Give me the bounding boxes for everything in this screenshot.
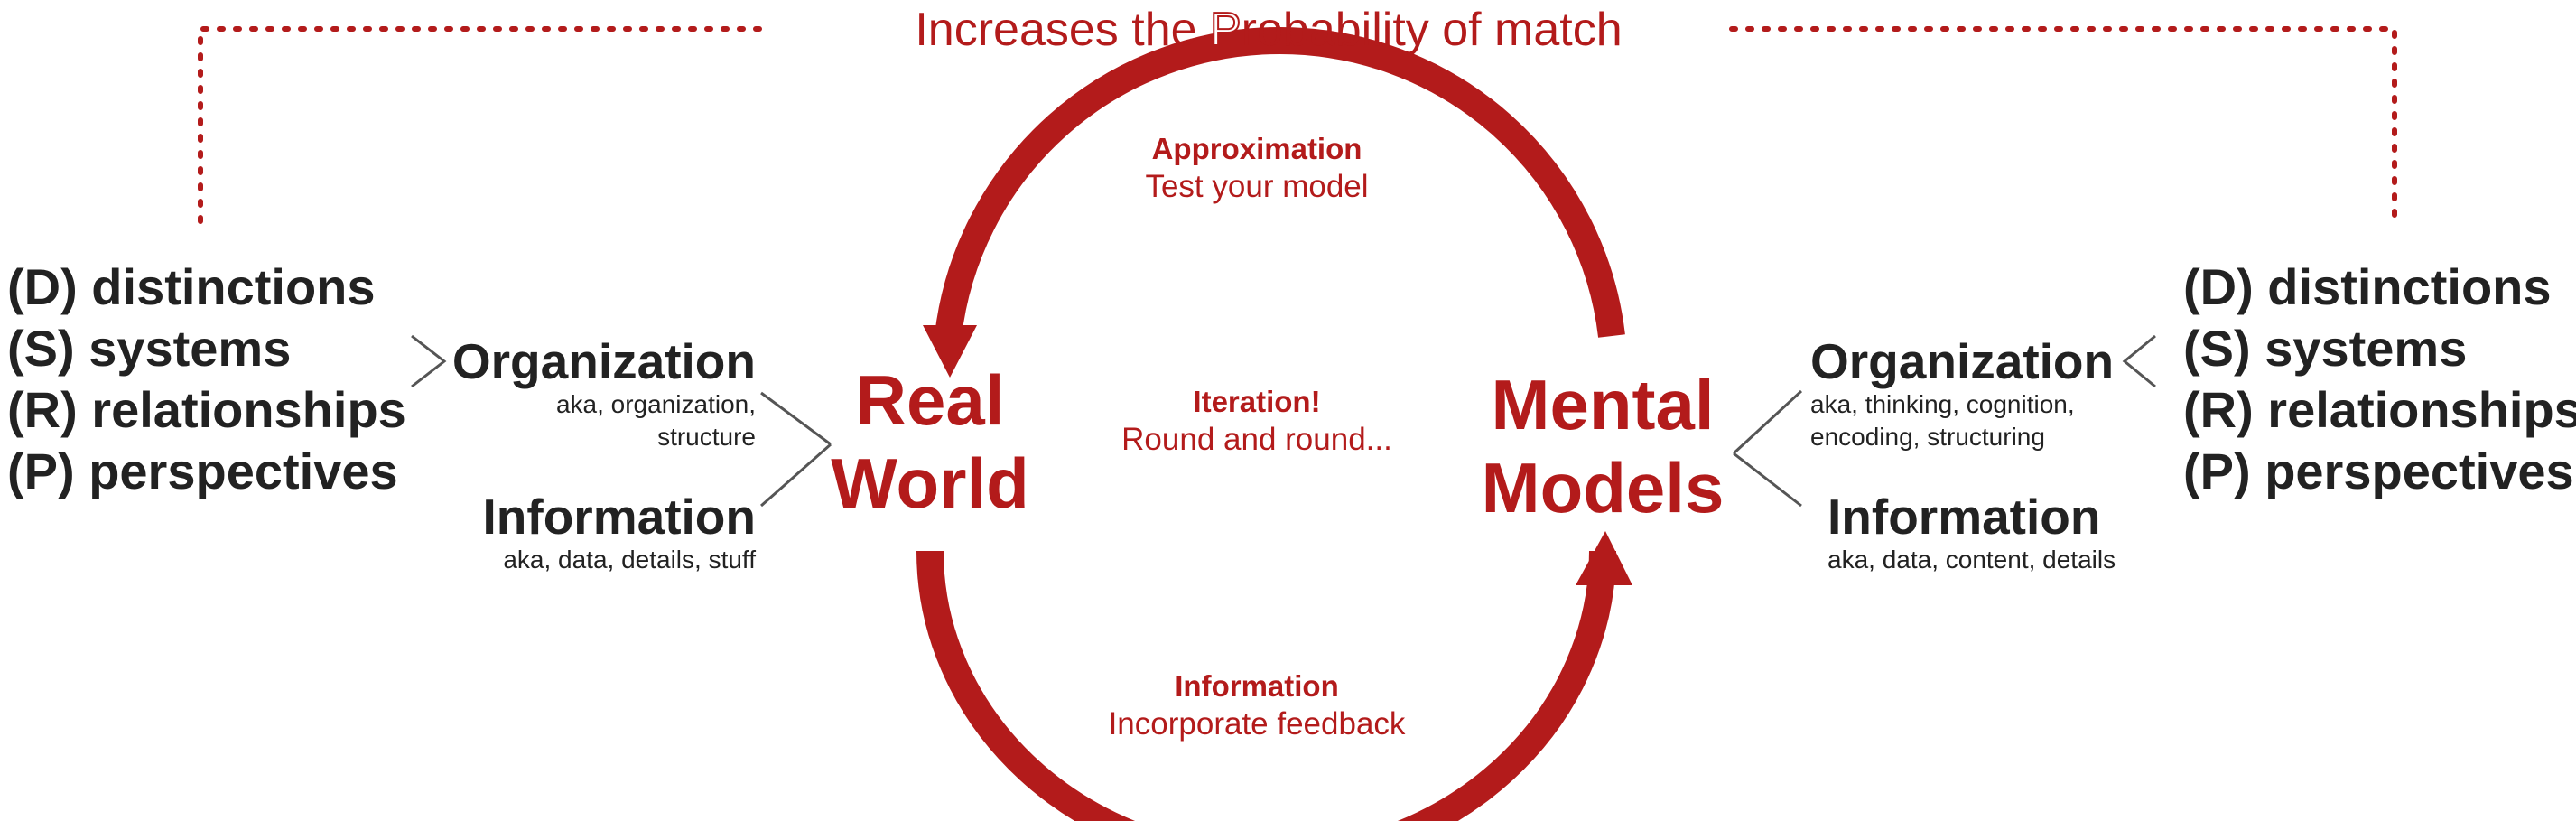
top-arrowhead (923, 325, 977, 378)
right-connectors (1732, 334, 2156, 508)
right-dsrp-relationships: (R) relationships (2183, 381, 2576, 438)
bottom-arrowhead (1576, 531, 1632, 585)
right-organization-sub-2: encoding, structuring (1810, 423, 2045, 451)
left-dsrp-list: (D) distinctions (S) systems (R) relatio… (7, 257, 406, 502)
right-organization-title: Organization (1810, 333, 2115, 389)
right-dsrp-list: (D) distinctions (S) systems (R) relatio… (2183, 257, 2576, 502)
iteration-sub: Round and round... (1121, 422, 1392, 457)
right-organization-block: Organization aka, thinking, cognition, e… (1810, 334, 2114, 453)
approximation-title: Approximation (1151, 132, 1362, 165)
left-connector-organization (760, 391, 832, 446)
left-connectors (411, 334, 832, 508)
left-organization-sub-1: aka, organization, (555, 390, 756, 418)
iteration-label: Iteration! Round and round... (1076, 384, 1437, 460)
iteration-title: Iteration! (1193, 385, 1321, 418)
dotted-bracket (198, 26, 2397, 224)
left-dsrp-systems: (S) systems (7, 320, 292, 377)
right-organization-sub-1: aka, thinking, cognition, (1810, 390, 2075, 418)
approximation-sub: Test your model (1145, 169, 1369, 204)
left-dsrp-distinctions: (D) distinctions (7, 258, 376, 315)
right-dsrp-perspectives: (P) perspectives (2183, 443, 2574, 499)
real-world-line-2: World (831, 443, 1029, 523)
right-dsrp-chevron (2122, 334, 2156, 388)
probability-label-after: robability of match (1241, 4, 1623, 56)
right-information-block: Information aka, data, content, details (1827, 490, 2116, 576)
left-information-sub: aka, data, details, stuff (503, 546, 756, 574)
probability-outlined-p: P (1209, 3, 1242, 57)
real-world-line-1: Real (855, 360, 1005, 440)
left-dsrp-perspectives: (P) perspectives (7, 443, 398, 499)
probability-label-before: Increases the (915, 4, 1210, 56)
probability-label: Increases the Probability of match (813, 3, 1725, 57)
right-information-sub: aka, data, content, details (1827, 546, 2116, 574)
feedback-label: Information Incorporate feedback (1031, 668, 1483, 744)
left-dsrp-chevron (411, 334, 447, 388)
top-arc (935, 26, 1625, 338)
left-information-block: Information aka, data, details, stuff (483, 490, 756, 576)
real-world-label: Real World (822, 359, 1038, 525)
feedback-title: Information (1175, 669, 1339, 703)
dotted-bracket-right (1729, 26, 2397, 224)
left-information-title: Information (482, 489, 756, 545)
approximation-label: Approximation Test your model (1076, 131, 1437, 207)
left-dsrp-relationships: (R) relationships (7, 381, 406, 438)
left-connector-information (760, 443, 832, 508)
mental-models-line-2: Models (1481, 448, 1725, 527)
feedback-sub: Incorporate feedback (1108, 706, 1406, 742)
right-connector-organization (1732, 389, 1803, 455)
mental-models-label: Mental Models (1467, 363, 1738, 529)
dotted-bracket-left (198, 26, 775, 224)
left-organization-sub-2: structure (657, 423, 756, 451)
right-information-title: Information (1827, 489, 2101, 545)
right-dsrp-systems: (S) systems (2183, 320, 2468, 377)
left-organization-title: Organization (451, 333, 756, 389)
left-organization-block: Organization aka, organization, structur… (452, 334, 756, 453)
right-dsrp-distinctions: (D) distinctions (2183, 258, 2552, 315)
right-connector-information (1733, 452, 1802, 508)
bottom-arc (916, 550, 1616, 821)
mental-models-line-1: Mental (1491, 365, 1715, 444)
